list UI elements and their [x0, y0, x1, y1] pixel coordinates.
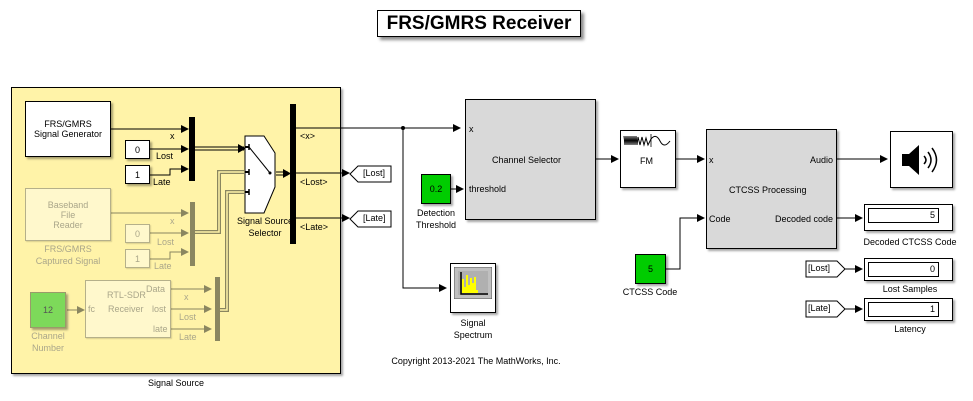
ctcss-processing-block[interactable]: x Audio CTCSS Processing Code Decoded co… [706, 129, 837, 249]
gen-late-constant[interactable]: 1 [125, 165, 150, 184]
decoded-display-value: 5 [868, 208, 939, 223]
file-bus-label-late: Late [154, 261, 172, 271]
from-lost-label: [Lost] [808, 263, 831, 273]
audio-device-writer-block[interactable] [890, 131, 953, 188]
channel-number-caption-1: Channel [31, 331, 65, 341]
rtl-sdr-receiver-block[interactable]: Data RTL-SDR fc Receiver lost late [85, 280, 171, 338]
file-reader-caption-2: Captured Signal [35, 256, 101, 266]
bus-selector[interactable] [290, 104, 296, 244]
file-bus-label-lost: Lost [157, 237, 175, 247]
detection-threshold-caption-2: Threshold [415, 220, 457, 230]
fm-label: FM [640, 156, 653, 166]
ctcss-port-code: Code [709, 214, 731, 224]
bus-out-label-late: <Late> [300, 222, 329, 232]
spectrum-caption-2: Spectrum [453, 330, 493, 340]
lost-display-caption: Lost Samples [882, 284, 938, 294]
signal-source-selector-switch[interactable] [244, 135, 276, 215]
decoded-ctcss-code-display[interactable]: 5 [864, 204, 953, 231]
ctcss-port-x: x [709, 155, 714, 165]
fm-waveform-icon [623, 134, 671, 147]
latency-display[interactable]: 1 [864, 298, 953, 321]
rtl-port-data: Data [146, 284, 166, 294]
channel-selector-label: Channel Selector [492, 155, 562, 165]
from-late-label: [Late] [808, 303, 831, 313]
channel-selector-block[interactable]: x Channel Selector threshold [465, 99, 596, 220]
gen-bus-label-x: x [170, 131, 175, 141]
channel-number-constant[interactable]: 12 [30, 292, 66, 328]
bus-out-label-lost: <Lost> [300, 177, 328, 187]
generator-label-1: FRS/GMRS [44, 119, 92, 129]
file-bus-label-x: x [170, 216, 175, 226]
channel-selector-port-threshold: threshold [469, 184, 507, 194]
file-reader-label-2: File [60, 209, 76, 220]
ctcss-processing-label: CTCSS Processing [729, 185, 807, 195]
file-late-constant[interactable]: 1 [125, 249, 150, 268]
gen-bus-label-lost: Lost [156, 151, 174, 161]
from-lost-tag[interactable] [805, 260, 847, 278]
fm-demodulator-block[interactable]: FM [620, 130, 676, 188]
signal-spectrum-scope[interactable] [450, 263, 496, 313]
file-reader-label-3: Reader [53, 219, 83, 230]
rtl-port-lost: lost [152, 304, 167, 314]
file-lost-constant[interactable]: 0 [125, 224, 150, 243]
lost-display-value: 0 [868, 262, 939, 277]
gen-bus-label-late: Late [153, 177, 171, 187]
speaker-icon [902, 145, 938, 175]
wire-gen-late [150, 165, 189, 176]
signal-source-label: Signal Source [147, 378, 205, 388]
selector-caption-1: Signal Source [236, 216, 294, 226]
file-reader-label-1: Baseband [47, 199, 89, 210]
decoded-display-caption: Decoded CTCSS Code [863, 237, 957, 247]
rtl-bus-creator[interactable] [215, 277, 220, 341]
goto-lost-label: [Lost] [363, 168, 386, 178]
ctcss-port-decoded: Decoded code [774, 214, 833, 224]
channel-number-caption-2: Number [31, 343, 64, 353]
ctcss-code-caption: CTCSS Code [622, 287, 678, 297]
rtl-port-fc: fc [88, 304, 96, 314]
goto-lost-tag[interactable] [349, 165, 393, 183]
rtl-label-2: Receiver [108, 304, 144, 314]
selector-caption-2: Selector [248, 228, 282, 238]
model-title: FRS/GMRS Receiver [377, 10, 581, 37]
gen-bus-creator[interactable] [189, 117, 195, 181]
channel-selector-port-x: x [469, 124, 474, 134]
goto-late-tag[interactable] [349, 210, 393, 228]
detection-threshold-caption-1: Detection [416, 208, 456, 218]
lost-samples-display[interactable]: 0 [864, 258, 953, 281]
spectrum-caption-1: Signal [460, 318, 486, 328]
bus-out-label-x: <x> [300, 131, 316, 141]
generator-label-2: Signal Generator [33, 129, 103, 139]
rtl-bus-label-late: Late [179, 332, 197, 342]
file-bus-creator[interactable] [190, 202, 195, 266]
ctcss-port-audio: Audio [809, 155, 833, 165]
goto-late-label: [Late] [363, 213, 386, 223]
ctcss-code-constant[interactable]: 5 [635, 254, 666, 284]
latency-display-value: 1 [868, 302, 939, 317]
file-reader-caption-1: FRS/GMRS [44, 244, 92, 254]
rtl-label-1: RTL-SDR [107, 290, 146, 300]
gen-lost-constant[interactable]: 0 [125, 140, 150, 159]
copyright-text: Copyright 2013-2021 The MathWorks, Inc. [391, 356, 561, 366]
detection-threshold-constant[interactable]: 0.2 [421, 174, 451, 204]
spectrum-icon [454, 267, 492, 299]
rtl-bus-label-lost: Lost [179, 312, 197, 322]
from-late-tag[interactable] [805, 300, 847, 318]
rtl-port-late: late [153, 324, 168, 334]
latency-display-caption: Latency [894, 324, 926, 334]
rtl-bus-label-x: x [184, 292, 189, 302]
